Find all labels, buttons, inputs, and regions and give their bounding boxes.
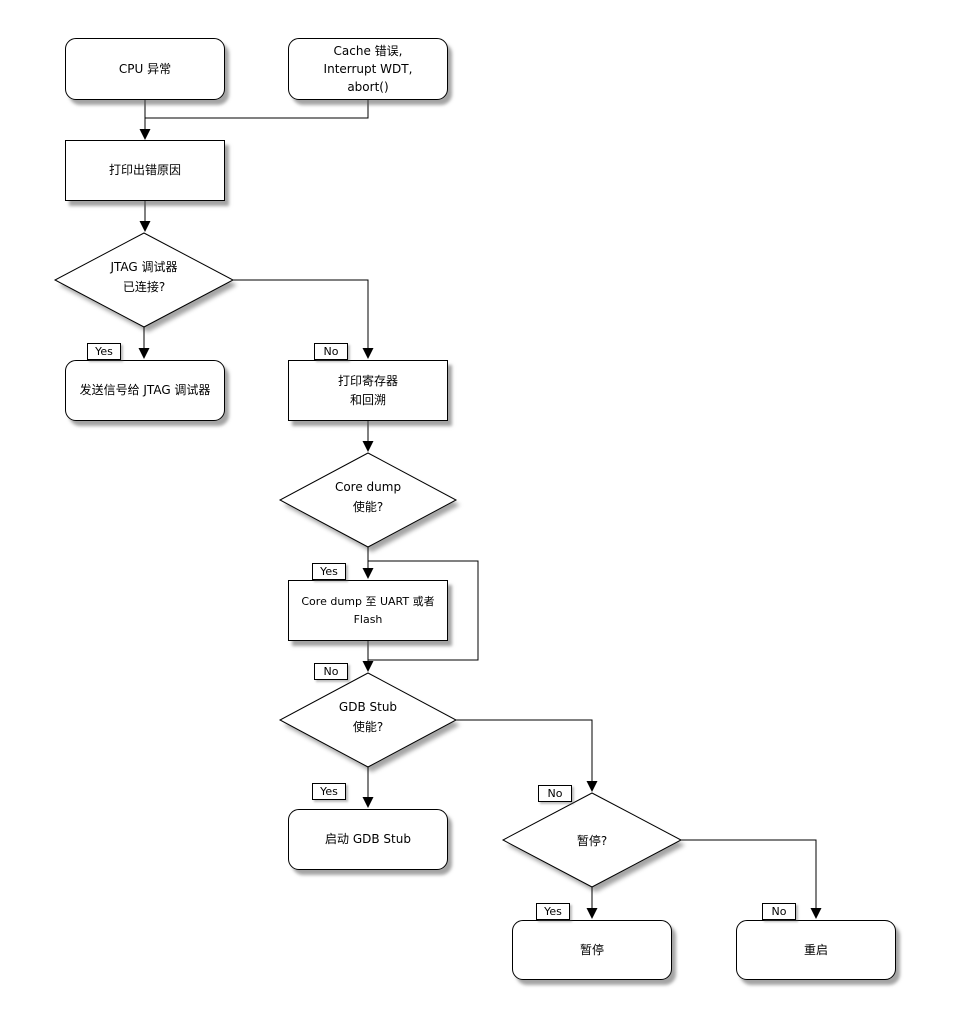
node-send-signal-jtag: 发送信号给 JTAG 调试器 <box>65 360 225 421</box>
arrowhead <box>362 797 374 808</box>
coredump-decision-shape <box>278 452 458 548</box>
jtag-decision-shape <box>53 232 235 328</box>
gdbstub-decision-shape <box>278 672 458 768</box>
edge-label-coredump-no: No <box>314 663 348 680</box>
arrowhead <box>362 661 374 672</box>
arrowhead <box>139 129 151 140</box>
arrowhead <box>362 348 374 359</box>
node-halt: 暂停 <box>512 920 672 980</box>
arrowhead <box>362 441 374 452</box>
arrowhead <box>810 908 822 919</box>
edge-label-coredump-yes: Yes <box>312 563 346 580</box>
edge-jtag-no <box>233 279 369 358</box>
node-core-dump-to-uart-flash: Core dump 至 UART 或者 Flash <box>288 580 448 641</box>
edge-label-jtag-yes: Yes <box>87 343 121 360</box>
halt-decision-shape <box>501 792 683 888</box>
arrowhead <box>586 908 598 919</box>
edge-label-halt-yes: Yes <box>536 903 570 920</box>
edge-coredump-no-bypass <box>368 560 479 661</box>
edge-halt-no <box>681 839 817 918</box>
node-reboot: 重启 <box>736 920 896 980</box>
edge-label-jtag-no: No <box>314 343 348 360</box>
edge-gdbstub-no <box>456 719 593 791</box>
arrowhead <box>139 221 151 232</box>
arrowhead <box>138 348 150 359</box>
edge-label-gdbstub-no: No <box>538 785 572 802</box>
node-cache-error: Cache 错误, Interrupt WDT, abort() <box>288 38 448 100</box>
node-print-registers-backtrace: 打印寄存器 和回溯 <box>288 360 448 421</box>
node-start-gdb-stub: 启动 GDB Stub <box>288 809 448 870</box>
node-print-error-reason: 打印出错原因 <box>65 140 225 201</box>
arrowhead <box>362 568 374 579</box>
edge-label-gdbstub-yes: Yes <box>312 783 346 800</box>
edge-label-halt-no: No <box>762 903 796 920</box>
node-cpu-exception: CPU 异常 <box>65 38 225 100</box>
edge-cache-to-join <box>145 100 369 119</box>
arrowhead <box>586 781 598 792</box>
